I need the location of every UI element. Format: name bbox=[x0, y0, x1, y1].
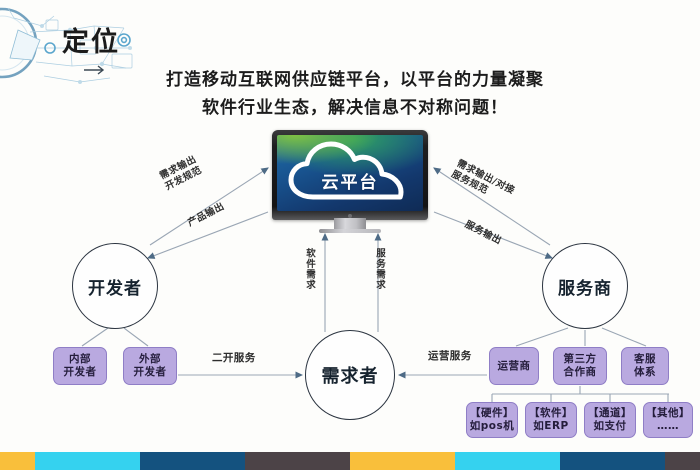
edge-label-software-demand: 软件需求 bbox=[304, 248, 315, 290]
cloud-platform-label: 云平台 bbox=[321, 173, 379, 193]
box-customer-service-system-line1: 客服 bbox=[634, 353, 656, 365]
box-operator-line1: 运营商 bbox=[497, 359, 531, 372]
monitor-stand-neck bbox=[334, 218, 366, 230]
page-title: 定位 bbox=[62, 27, 120, 58]
box-software-line1: 【软件】 bbox=[529, 407, 573, 419]
box-channel-line2: 如支付 bbox=[593, 420, 627, 432]
box-customer-service-system[interactable]: 客服 体系 bbox=[621, 347, 669, 385]
bottom-bar-segment-4 bbox=[350, 452, 455, 470]
box-third-party-partner[interactable]: 第三方 合作商 bbox=[553, 347, 607, 385]
box-software[interactable]: 【软件】 如ERP bbox=[525, 402, 577, 438]
edge-label-second-dev-service: 二开服务 bbox=[212, 352, 256, 364]
bottom-color-bar bbox=[0, 452, 700, 470]
bottom-bar-segment-3 bbox=[245, 452, 350, 470]
monitor-stand-foot bbox=[319, 229, 381, 233]
box-external-developer-line1: 外部 bbox=[139, 353, 161, 365]
box-third-party-partner-line1: 第三方 bbox=[563, 353, 597, 365]
monitor-bezel: 云平台 bbox=[272, 130, 428, 220]
monitor-screen: 云平台 bbox=[277, 135, 423, 211]
cloud-icon bbox=[288, 141, 404, 200]
box-operator[interactable]: 运营商 bbox=[489, 347, 539, 385]
box-external-developer[interactable]: 外部 开发者 bbox=[123, 347, 177, 385]
edge-label-service-demand: 服务需求 bbox=[374, 248, 385, 290]
box-channel-line1: 【通道】 bbox=[588, 407, 632, 419]
headline: 打造移动互联网供应链平台，以平台的力量凝聚 软件行业生态，解决信息不对称问题！ bbox=[130, 66, 580, 122]
box-internal-developer-line2: 开发者 bbox=[63, 366, 97, 378]
bottom-bar-segment-0 bbox=[0, 452, 35, 470]
node-service-provider[interactable]: 服务商 bbox=[542, 243, 628, 329]
box-external-developer-line2: 开发者 bbox=[133, 366, 167, 378]
monitor-indicator-dot bbox=[348, 214, 352, 218]
bottom-bar-segment-2 bbox=[140, 452, 245, 470]
box-customer-service-system-line2: 体系 bbox=[634, 366, 656, 378]
box-hardware-line2: 如pos机 bbox=[469, 420, 515, 432]
edge-label-operation-service: 运营服务 bbox=[428, 350, 472, 362]
box-hardware-line1: 【硬件】 bbox=[469, 407, 514, 419]
box-hardware[interactable]: 【硬件】 如pos机 bbox=[466, 402, 518, 438]
edge-label-demand-dock-spec: 需求输出/对接 服务规范 bbox=[449, 158, 517, 208]
headline-line-1: 打造移动互联网供应链平台，以平台的力量凝聚 bbox=[166, 70, 544, 90]
box-internal-developer[interactable]: 内部 开发者 bbox=[53, 347, 107, 385]
bottom-bar-segment-7 bbox=[665, 452, 700, 470]
bottom-bar-segment-1 bbox=[35, 452, 140, 470]
node-demander[interactable]: 需求者 bbox=[305, 330, 395, 420]
cloud-platform-monitor: 云平台 bbox=[272, 130, 428, 233]
box-other-line1: 【其他】 bbox=[646, 407, 690, 419]
bottom-bar-segment-6 bbox=[560, 452, 665, 470]
node-developer[interactable]: 开发者 bbox=[72, 243, 158, 329]
edge-label-demand-output-spec: 需求输出 开发规范 bbox=[158, 154, 204, 193]
bottom-bar-segment-5 bbox=[455, 452, 560, 470]
box-third-party-partner-line2: 合作商 bbox=[563, 366, 597, 378]
box-channel[interactable]: 【通道】 如支付 bbox=[584, 402, 636, 438]
box-other-line2: …… bbox=[657, 420, 679, 432]
box-other[interactable]: 【其他】 …… bbox=[643, 402, 693, 438]
edge-label-product-output: 产品输出 bbox=[186, 201, 227, 229]
edge-label-service-output: 服务输出 bbox=[463, 219, 504, 247]
headline-line-2: 软件行业生态，解决信息不对称问题！ bbox=[202, 98, 508, 118]
box-internal-developer-line1: 内部 bbox=[69, 353, 91, 365]
box-software-line2: 如ERP bbox=[533, 420, 569, 432]
